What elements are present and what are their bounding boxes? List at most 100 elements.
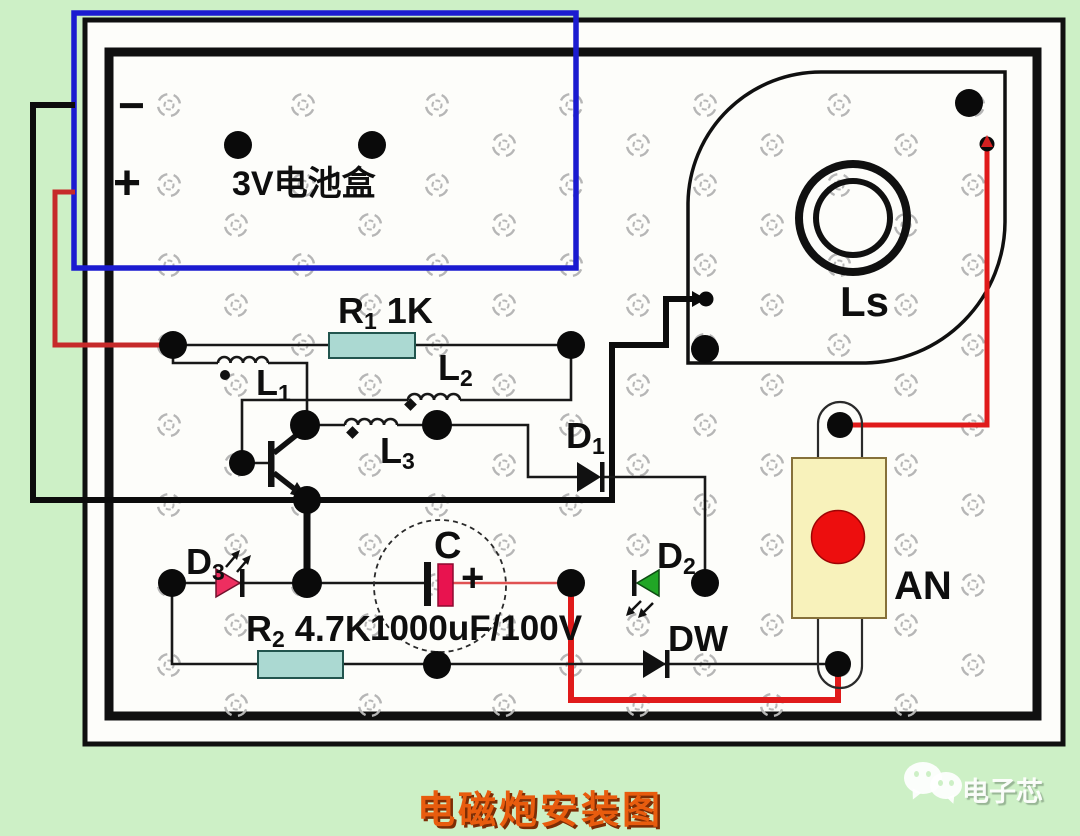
solder-pad: [290, 332, 316, 358]
small-connectors: [692, 135, 995, 307]
solder-pad: [491, 612, 517, 638]
solder-pad: [156, 172, 182, 198]
solder-pad: [223, 612, 249, 638]
junction-dot: [292, 568, 322, 598]
d3-triangle: [215, 567, 242, 599]
dw-bar: [665, 650, 670, 678]
d1-label-sub: 1: [592, 433, 605, 459]
solder-pad: [290, 92, 316, 118]
watermark-brand: 电子芯: [962, 777, 1043, 807]
signal-wires: [170, 343, 838, 666]
junction-dot: [423, 651, 451, 679]
solder-pad: [960, 332, 986, 358]
resistor-r1-body: [328, 332, 416, 359]
l1-polarity-dot: [220, 370, 230, 380]
l1-label-sub: 1: [278, 380, 291, 406]
solder-pad: [491, 292, 517, 318]
wechat-icon-eye: [949, 780, 954, 786]
d1-label: D1: [566, 418, 605, 458]
wire-l2-row: [240, 345, 573, 463]
button-terminal-dot: [825, 651, 851, 677]
solder-pad: [893, 292, 919, 318]
resistor-r2-body: [257, 650, 344, 679]
ls-coil: [686, 70, 1007, 365]
battery-terminal-dot: [224, 131, 252, 159]
d1-bar: [600, 462, 605, 492]
push-button-an: [791, 400, 887, 690]
solder-pad: [692, 92, 718, 118]
solder-pad: [893, 692, 919, 718]
solder-pad: [156, 92, 182, 118]
d1-label-base: D: [566, 415, 592, 456]
r1-label-sub: 1: [364, 308, 377, 334]
r2-label-value: 4.7K: [284, 608, 371, 649]
solder-pad: [558, 492, 584, 518]
solder-pad: [357, 612, 383, 638]
solder-pad: [424, 172, 450, 198]
ls-wire-connector-dot: [698, 291, 714, 307]
solder-pad: [759, 612, 785, 638]
solder-pad: [558, 172, 584, 198]
red-wires: [52, 146, 990, 703]
wechat-icon-tail: [946, 794, 958, 806]
solder-pad: [692, 172, 718, 198]
solder-pad: [692, 252, 718, 278]
solder-pad: [759, 212, 785, 238]
l1-coil-symbol: [216, 355, 270, 364]
wechat-icon-eye: [938, 780, 943, 786]
solder-pad: [223, 292, 249, 318]
solder-pad: [491, 532, 517, 558]
l3-label: L3: [380, 433, 415, 473]
solder-pad: [625, 292, 651, 318]
junction-dot: [290, 410, 320, 440]
solder-pad: [692, 652, 718, 678]
l2-polarity-dot: [404, 398, 417, 411]
r2-label-base: R: [246, 608, 272, 649]
solder-pad: [491, 212, 517, 238]
solder-pad: [759, 132, 785, 158]
l3-polarity-dot: [346, 426, 359, 439]
d3-label: D3: [186, 544, 225, 584]
d1-triangle: [577, 462, 601, 492]
watermark: 电子芯: [900, 758, 1070, 818]
solder-pad: [223, 532, 249, 558]
led-d2: [626, 568, 660, 618]
d3-label-sub: 3: [212, 559, 225, 585]
l1-label-base: L: [256, 362, 278, 403]
solder-pad: [826, 92, 852, 118]
solder-pad: [625, 132, 651, 158]
solder-pad: [625, 532, 651, 558]
solder-pad: [625, 372, 651, 398]
d3-bar: [240, 569, 245, 597]
an-label: AN: [894, 564, 952, 608]
diode-dw: [643, 650, 670, 678]
l1-label: L1: [256, 365, 291, 405]
battery-minus-label: −: [118, 79, 145, 131]
solder-pad: [491, 452, 517, 478]
solder-pad: [357, 212, 383, 238]
led-d3: [215, 550, 251, 599]
solder-pad: [625, 452, 651, 478]
l2-label-base: L: [438, 347, 460, 388]
junction-dot: [159, 331, 187, 359]
solder-pad: [156, 492, 182, 518]
wechat-icon-eye: [926, 771, 931, 777]
l3-label-base: L: [380, 430, 402, 471]
button-red-cap: [810, 509, 866, 565]
solder-pad: [357, 372, 383, 398]
battery-positive-wire: [52, 189, 162, 348]
solder-pad: [357, 532, 383, 558]
solder-pad: [759, 372, 785, 398]
capacitor-negative-plate: [424, 562, 431, 606]
wechat-icon-small-bubble: [930, 772, 962, 799]
solder-pad: [893, 612, 919, 638]
d2-label-sub: 2: [683, 553, 696, 579]
d2-bar: [632, 570, 637, 596]
button-terminal-dot: [827, 412, 853, 438]
solder-pad: [826, 332, 852, 358]
ls-terminal-dot: [691, 335, 719, 363]
solder-pad: [759, 692, 785, 718]
cap-value-label: 1000uF/100V: [370, 609, 583, 648]
